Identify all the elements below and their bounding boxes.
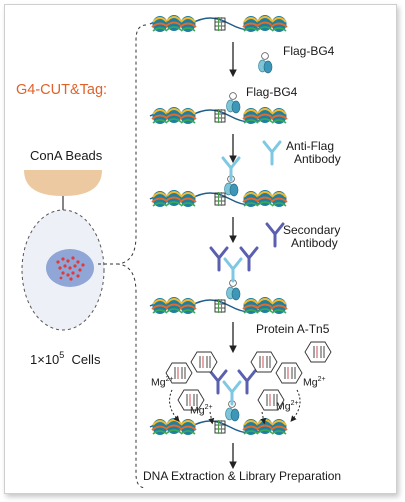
chromatin-row-3 (150, 190, 287, 207)
cut-arrows (169, 389, 301, 425)
mg-ion-3: Mg2+ (190, 404, 213, 417)
protocol-title: G4-CUT&Tag: (16, 82, 108, 98)
zoom-bracket (117, 24, 147, 489)
chromatin-row-5 (150, 418, 287, 435)
mg-ion-2: Mg2+ (303, 376, 326, 389)
flag-bg4-bound (226, 92, 241, 114)
anti-flag-free (262, 140, 282, 166)
secondary-free (265, 222, 285, 248)
pa-tn5-free (304, 341, 332, 363)
step-flag-bg4-free: Flag-BG4 (283, 44, 335, 58)
cona-bead (24, 170, 102, 196)
chromatin-row-4 (150, 297, 287, 314)
antibody-complex (208, 369, 257, 406)
step-protein-a-tn5: Protein A-Tn5 (256, 322, 330, 336)
step-flag-bg4-bound: Flag-BG4 (246, 85, 298, 99)
mg-ion-4: Mg2+ (276, 400, 299, 413)
cell-count-label: 1×105 Cells (30, 350, 101, 367)
anti-flag-row4 (223, 257, 243, 283)
chromatin-row-1 (150, 15, 287, 32)
secondary-bound-right (239, 246, 259, 272)
flag-bg4-free (258, 52, 273, 74)
flag-bg4-row4 (226, 279, 241, 301)
mg-ion-1: Mg2+ (151, 376, 174, 389)
final-step-label: DNA Extraction & Library Preparation (143, 469, 342, 483)
anti-flag-bound (221, 156, 241, 182)
g4-dots (56, 256, 85, 281)
chromatin-row-2 (150, 107, 287, 124)
beads-label: ConA Beads (30, 148, 103, 163)
